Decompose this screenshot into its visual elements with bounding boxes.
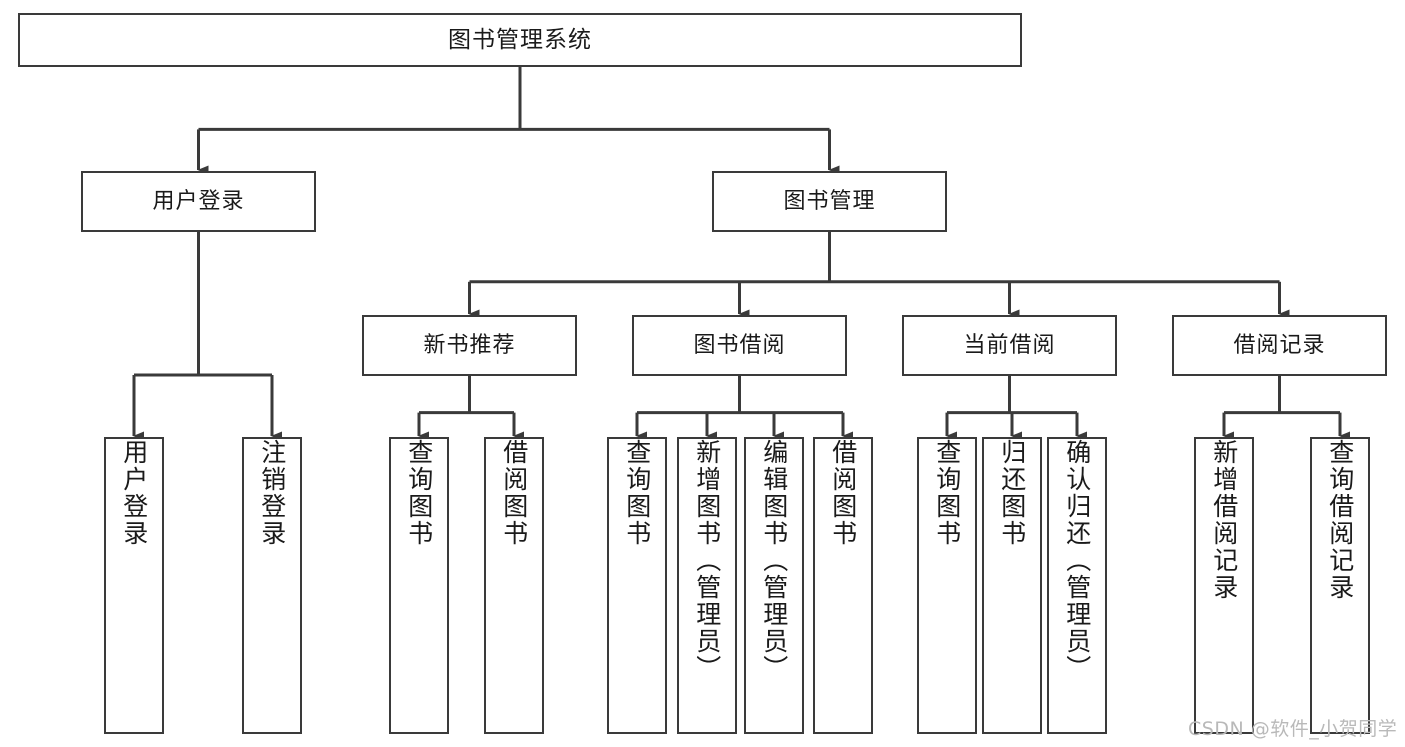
csdn-watermark: CSDN @软件_小贺同学 — [1188, 718, 1398, 740]
node-newbook[interactable]: 新书推荐 — [362, 315, 577, 376]
node-label: 新增借阅记录 — [1209, 439, 1239, 601]
node-label: 借阅图书 — [499, 439, 529, 547]
node-leaf-nb-query[interactable]: 查询图书 — [389, 437, 449, 734]
node-bookmgmt[interactable]: 图书管理 — [712, 171, 947, 232]
node-label: 借阅记录 — [1233, 332, 1326, 358]
node-leaf-cur-return[interactable]: 归还图书 — [982, 437, 1042, 734]
node-leaf-cur-query[interactable]: 查询图书 — [917, 437, 977, 734]
node-label: 查询借阅记录 — [1325, 439, 1355, 601]
node-label: 图书管理 — [783, 188, 876, 214]
node-leaf-bw-edit[interactable]: 编辑图书（管理员） — [744, 437, 804, 734]
node-label: 编辑图书（管理员） — [759, 439, 789, 682]
node-label: 查询图书 — [932, 439, 962, 547]
node-label: 用户登录 — [119, 439, 149, 547]
node-label: 图书管理系统 — [448, 26, 592, 53]
node-borrow[interactable]: 图书借阅 — [632, 315, 847, 376]
node-label: 查询图书 — [404, 439, 434, 547]
node-leaf-rec-add[interactable]: 新增借阅记录 — [1194, 437, 1254, 734]
node-label: 当前借阅 — [963, 332, 1056, 358]
node-root[interactable]: 图书管理系统 — [18, 13, 1022, 67]
node-leaf-nb-borrow[interactable]: 借阅图书 — [484, 437, 544, 734]
node-leaf-bw-borrow[interactable]: 借阅图书 — [813, 437, 873, 734]
node-label: 查询图书 — [622, 439, 652, 547]
node-leaf-user-logout[interactable]: 注销登录 — [242, 437, 302, 734]
node-label: 借阅图书 — [828, 439, 858, 547]
node-records[interactable]: 借阅记录 — [1172, 315, 1387, 376]
node-login[interactable]: 用户登录 — [81, 171, 316, 232]
node-label: 新增图书（管理员） — [692, 439, 722, 682]
node-current[interactable]: 当前借阅 — [902, 315, 1117, 376]
node-label: 归还图书 — [997, 439, 1027, 547]
node-label: 新书推荐 — [423, 332, 516, 358]
node-leaf-bw-add[interactable]: 新增图书（管理员） — [677, 437, 737, 734]
node-leaf-cur-confirm[interactable]: 确认归还（管理员） — [1047, 437, 1107, 734]
node-label: 注销登录 — [257, 439, 287, 547]
node-leaf-bw-query[interactable]: 查询图书 — [607, 437, 667, 734]
node-label: 确认归还（管理员） — [1062, 439, 1092, 682]
node-label: 用户登录 — [152, 188, 245, 214]
node-label: 图书借阅 — [693, 332, 786, 358]
node-leaf-user-login[interactable]: 用户登录 — [104, 437, 164, 734]
node-leaf-rec-query[interactable]: 查询借阅记录 — [1310, 437, 1370, 734]
